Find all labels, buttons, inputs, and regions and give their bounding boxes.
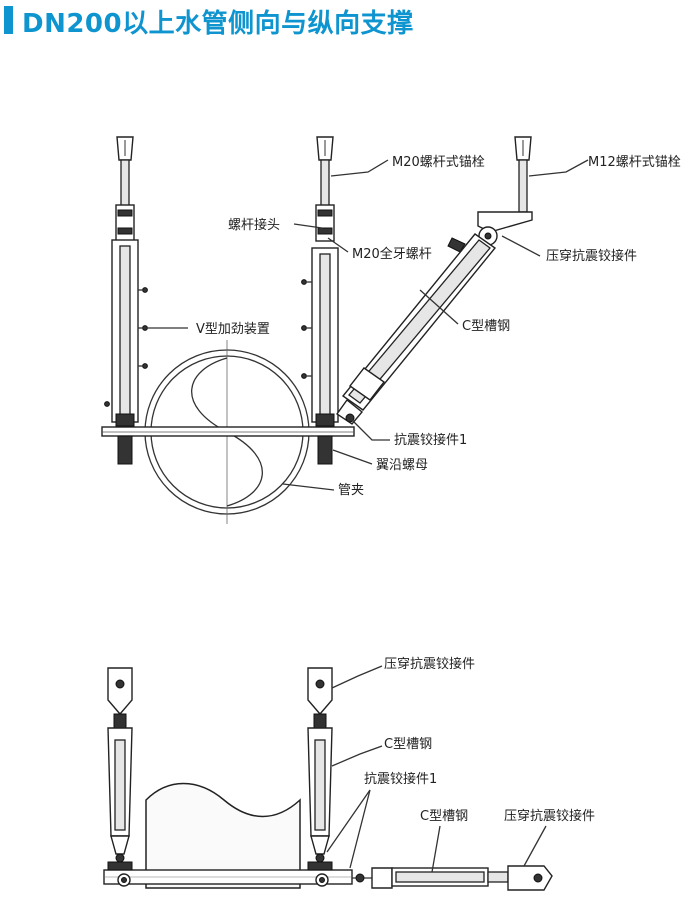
label-press-hinge-top: 压穿抗震铰接件 <box>384 656 475 672</box>
label-pipe-clamp: 管夹 <box>338 483 364 498</box>
label-m12-anchor: M12螺杆式锚栓 <box>588 155 681 170</box>
middle-strut <box>301 136 348 465</box>
bottom-middle-strut <box>307 667 333 887</box>
label-hinge-1-bottom: 抗震铰接件1 <box>364 771 437 787</box>
left-strut <box>104 136 148 465</box>
header: DN200以上水管侧向与纵向支撑 <box>0 0 700 40</box>
top-view: M20螺杆式锚栓 M12螺杆式锚栓 螺杆接头 M20全牙螺杆 压穿抗震铰接件 V… <box>101 136 681 524</box>
right-anchor <box>447 136 533 253</box>
bottom-horizontal-brace <box>352 865 553 891</box>
base-plate <box>101 426 355 437</box>
top-leaders <box>148 159 589 491</box>
label-press-hinge: 压穿抗震铰接件 <box>546 248 637 264</box>
title-accent-bar <box>4 6 13 34</box>
label-v-stiffener: V型加劲装置 <box>196 322 270 337</box>
label-m20-threaded-rod: M20全牙螺杆 <box>352 246 432 262</box>
bottom-view: 压穿抗震铰接件 C型槽钢 抗震铰接件1 C型槽钢 压穿抗震铰接件 <box>103 656 595 891</box>
pipe-body <box>145 782 301 889</box>
bottom-leaders <box>326 665 547 873</box>
label-hinge-1: 抗震铰接件1 <box>394 432 467 448</box>
label-c-channel-top: C型槽钢 <box>384 737 432 752</box>
label-c-channel-right: C型槽钢 <box>420 809 468 824</box>
bottom-left-strut <box>107 667 133 887</box>
page-title: DN200以上水管侧向与纵向支撑 <box>22 9 414 39</box>
label-press-hinge-right: 压穿抗震铰接件 <box>504 808 595 824</box>
label-c-channel: C型槽钢 <box>462 319 510 334</box>
label-m20-anchor: M20螺杆式锚栓 <box>392 155 485 170</box>
label-flange-nut: 翼沿螺母 <box>376 458 428 473</box>
label-rod-connector: 螺杆接头 <box>228 217 280 233</box>
diagonal-brace <box>336 233 497 425</box>
